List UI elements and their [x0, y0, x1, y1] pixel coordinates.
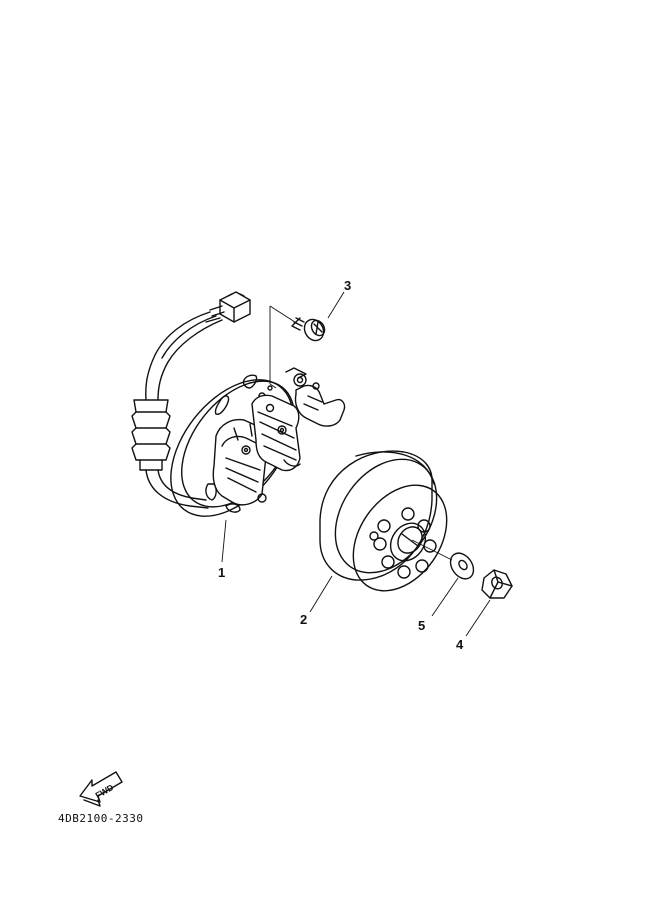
- pulser-coil: [285, 367, 346, 427]
- nut: [481, 569, 513, 599]
- leader-lines: [221, 291, 491, 637]
- rotor-flywheel: [319, 450, 448, 592]
- source-coil: [251, 394, 301, 472]
- leader-line-1: [221, 519, 227, 563]
- callout-4: 4: [456, 637, 464, 652]
- callout-2: 2: [300, 612, 307, 627]
- wire-connector: [205, 291, 251, 323]
- leader-line-5: [431, 577, 459, 617]
- leader-line-3: [327, 291, 345, 319]
- washer: [449, 552, 475, 580]
- stator-lead-wire: [145, 469, 209, 509]
- screw: [291, 317, 326, 342]
- screw-leader-bracket: [269, 305, 299, 389]
- callout-5: 5: [418, 618, 425, 633]
- leader-line-4: [465, 599, 491, 637]
- stator-plate: [170, 374, 295, 517]
- stator-assembly: [131, 291, 346, 517]
- wire-grommet: [131, 399, 171, 471]
- leader-line-2: [309, 575, 333, 613]
- fwd-arrow-icon: FWD: [79, 771, 123, 807]
- wire-harness: [145, 311, 223, 401]
- callout-1: 1: [218, 565, 225, 580]
- callout-3: 3: [344, 278, 351, 293]
- drawing-code: 4DB2100-2330: [58, 812, 144, 825]
- assembly-axis-line: [411, 539, 453, 561]
